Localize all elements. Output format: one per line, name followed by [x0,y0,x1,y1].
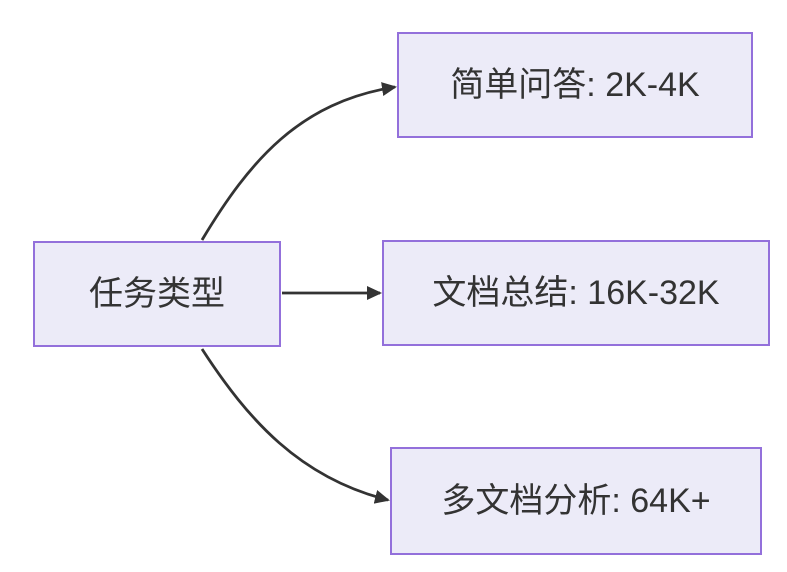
node-simple-qa: 简单问答: 2K-4K [397,32,753,138]
node-multi-doc: 多文档分析: 64K+ [390,447,762,555]
edge-root-to-simple-qa [200,82,397,241]
node-task-type-label: 任务类型 [89,274,225,313]
node-simple-qa-label: 简单问答: 2K-4K [450,65,700,104]
node-doc-summary-label: 文档总结: 16K-32K [432,273,720,312]
node-doc-summary: 文档总结: 16K-32K [382,240,770,346]
node-task-type: 任务类型 [33,241,281,347]
node-multi-doc-label: 多文档分析: 64K+ [441,481,711,520]
edge-root-to-multi-doc [200,348,390,504]
